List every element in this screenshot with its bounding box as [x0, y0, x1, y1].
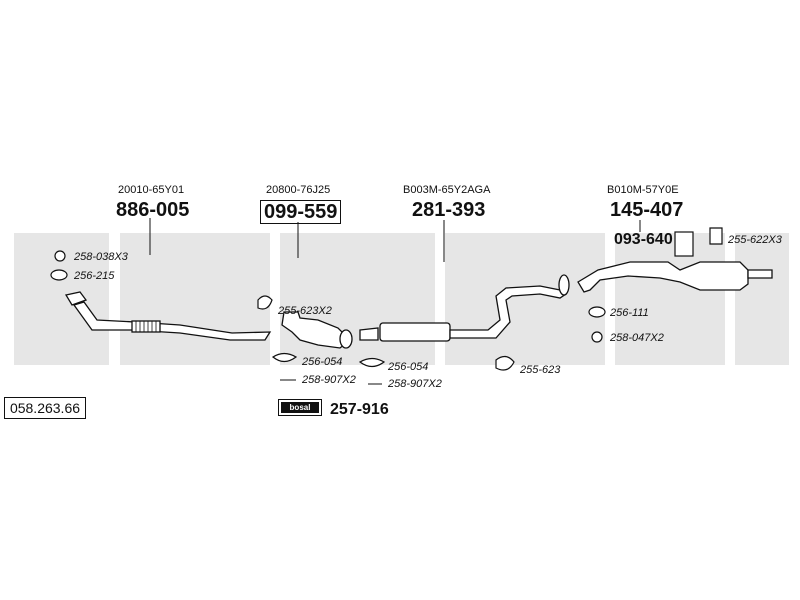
accessory-label: 255-623 — [520, 364, 561, 376]
brand-watermark — [14, 233, 789, 365]
center-silencer — [359, 274, 570, 342]
brand-logo-badge: bosal — [278, 399, 322, 416]
accessory-label: 258-907X2 — [388, 378, 442, 390]
leader-lines — [149, 218, 641, 262]
oe-number: B010M-57Y0E — [607, 184, 679, 196]
front-pipe — [64, 291, 272, 341]
oe-number: 20800-76J25 — [266, 184, 331, 196]
accessory-label: 256-215 — [74, 270, 115, 282]
accessory-label: 256-054 — [388, 361, 429, 373]
accessory-label: 258-047X2 — [610, 332, 664, 344]
bolt-symbols — [280, 379, 382, 385]
accessory-label: 258-038X3 — [74, 251, 128, 263]
oe-number: B003M-65Y2AGA — [403, 184, 491, 196]
part-number: 281-393 — [412, 199, 486, 221]
accessory-label: 255-622X3 — [728, 234, 782, 246]
oe-number: 20010-65Y01 — [118, 184, 185, 196]
accessory-label: 256-111 — [610, 307, 649, 319]
accessory-symbols — [50, 227, 723, 371]
accessory-label: 255-623X2 — [278, 305, 332, 317]
extra-part-number: 093-640 — [614, 231, 673, 248]
rear-silencer — [577, 261, 773, 293]
catalog-number: 058.263.66 — [4, 397, 86, 419]
accessory-label: 258-907X2 — [302, 374, 356, 386]
part-number: 099-559 — [260, 200, 342, 224]
part-number: 145-407 — [610, 199, 684, 221]
part-number: 886-005 — [116, 199, 190, 221]
accessory-label: 256-054 — [302, 356, 343, 368]
catalytic-converter — [281, 311, 353, 349]
kit-part-number: 257-916 — [330, 401, 389, 418]
